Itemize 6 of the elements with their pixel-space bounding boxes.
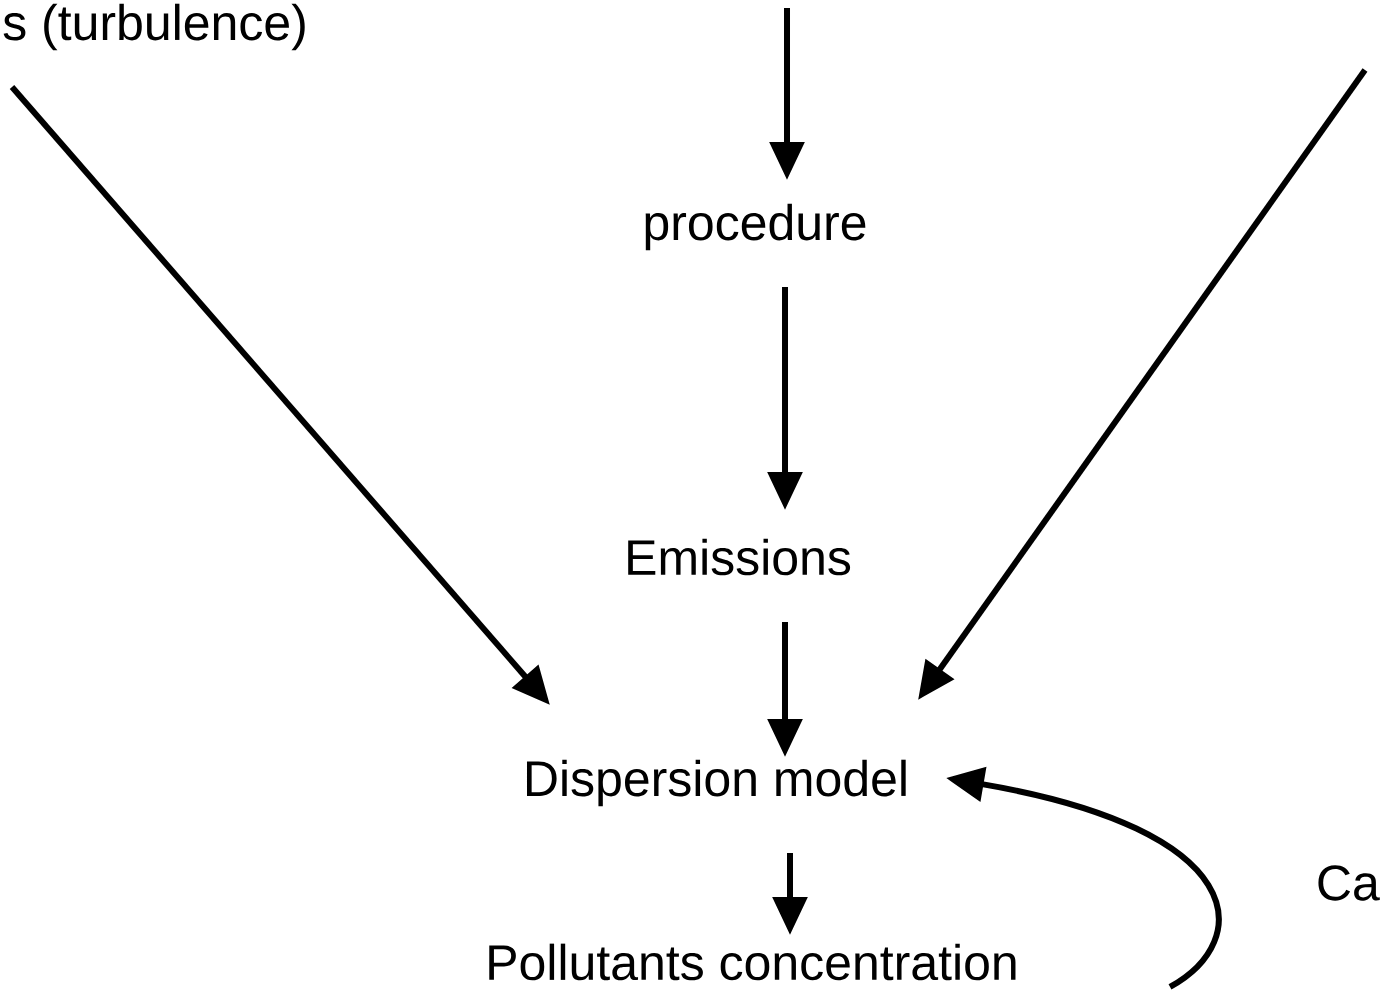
- node-text: Dispersion model: [527, 759, 906, 807]
- node-text: Ca: [1318, 865, 1380, 901]
- node-text: procedure: [645, 203, 866, 251]
- node-text: Emissions: [628, 538, 851, 576]
- node-text: s (turbulence): [3, 3, 305, 51]
- node-text: Pollutants concentration: [489, 943, 1016, 981]
